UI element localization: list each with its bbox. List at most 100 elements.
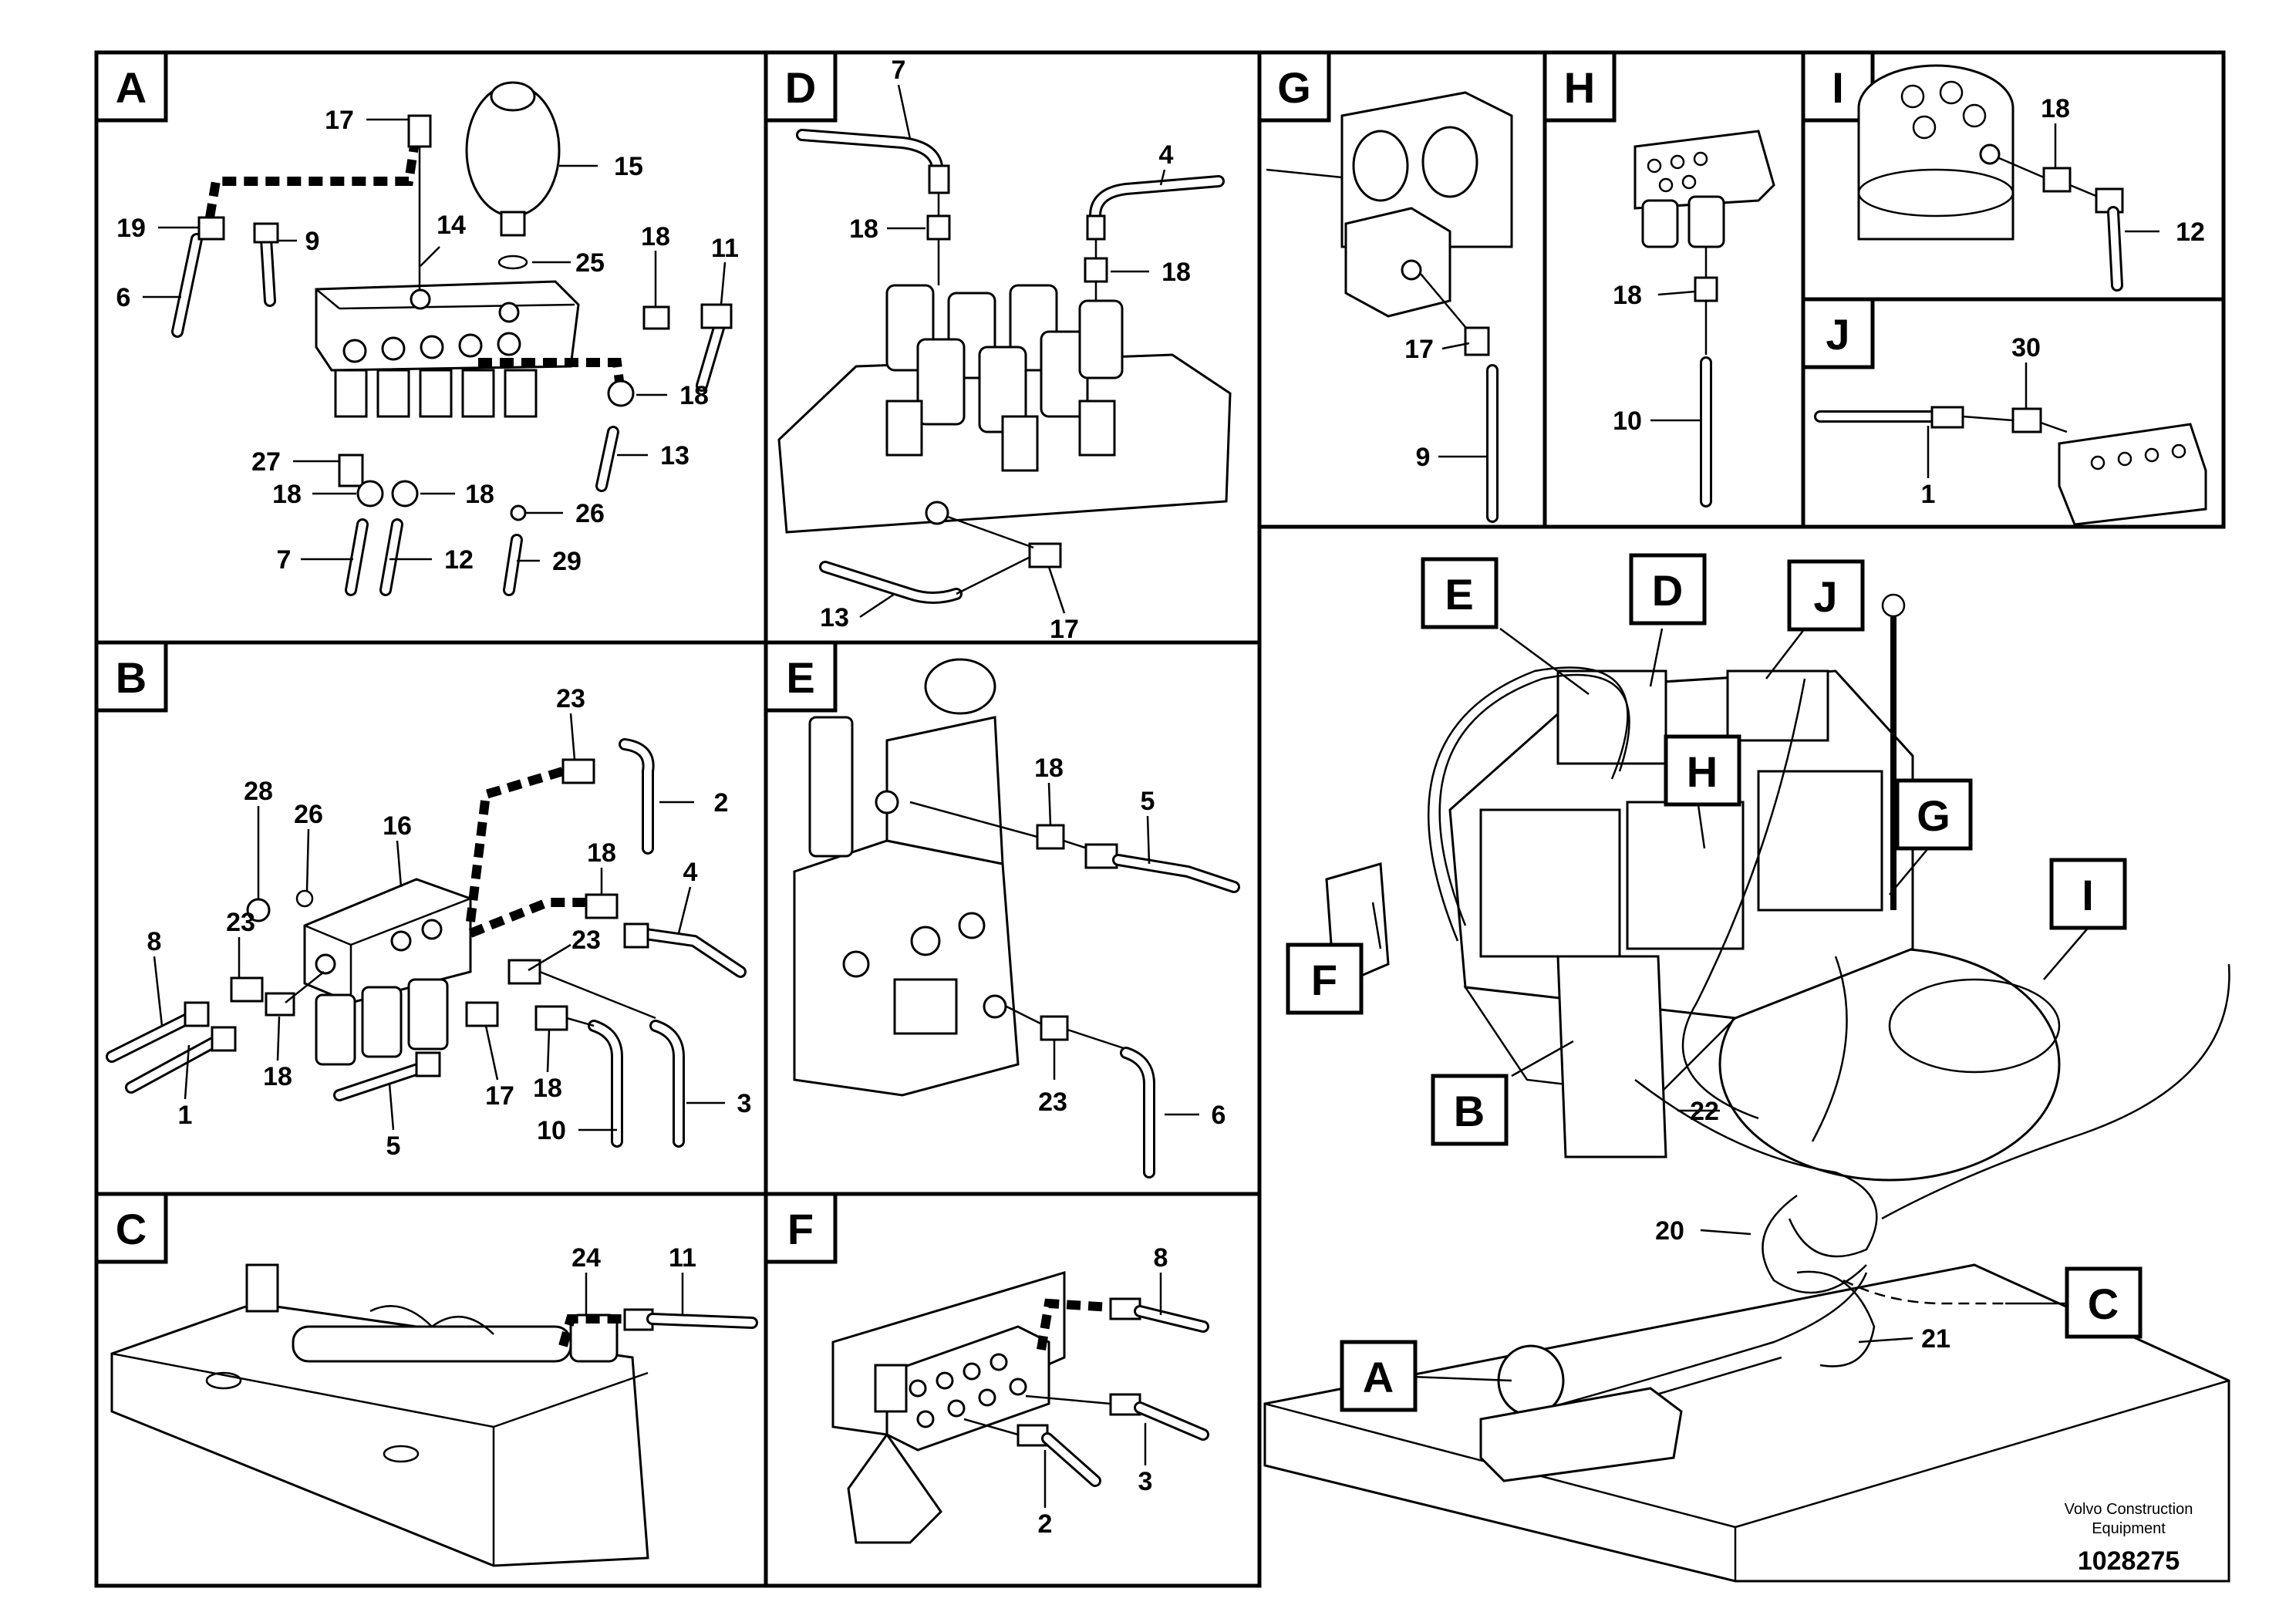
block-edge xyxy=(339,303,575,310)
washer-26 xyxy=(510,504,527,521)
callout-9: 9 xyxy=(305,227,320,256)
overview-tag-c-box xyxy=(2065,1266,2143,1339)
manifold-port xyxy=(315,953,336,975)
block-port xyxy=(497,332,521,356)
panel-f: F 8 3 2 xyxy=(764,1192,1209,1544)
fitting-18 xyxy=(585,893,619,919)
dashed-line-8 xyxy=(1037,1298,1111,1351)
credit-line-1: Volvo Construction xyxy=(2065,1501,2193,1518)
callout-18a: 18 xyxy=(641,222,670,251)
callout-5: 5 xyxy=(386,1131,401,1161)
overview-tag-j-box xyxy=(1787,559,1865,632)
callout-7: 7 xyxy=(277,545,292,575)
callout-10: 10 xyxy=(537,1116,566,1145)
callout-17: 17 xyxy=(485,1081,514,1111)
panel-h-frame xyxy=(1542,50,1805,529)
callout-5: 5 xyxy=(1141,787,1155,816)
callout-23c: 23 xyxy=(226,908,255,937)
panel-c-tag-box xyxy=(94,1192,168,1264)
callout-17: 17 xyxy=(1404,335,1434,364)
callout-18: 18 xyxy=(2041,94,2070,123)
distribution-block xyxy=(2058,423,2207,526)
callout-7: 7 xyxy=(892,56,906,85)
callout-18: 18 xyxy=(1034,754,1064,783)
fitting-18 xyxy=(1036,824,1065,850)
dashed-line-24 xyxy=(558,1314,632,1347)
overview-tag-i: I xyxy=(2082,871,2094,919)
fitting-18 xyxy=(926,214,951,241)
callout-27: 27 xyxy=(251,447,281,477)
hose-22 xyxy=(1634,1079,1878,1258)
overview-tag-g-box xyxy=(1895,778,1973,851)
overview-tag-g: G xyxy=(1917,791,1950,840)
cylinder-tube xyxy=(292,1325,572,1363)
washer-26 xyxy=(295,889,314,908)
overview-tag-h: H xyxy=(1687,747,1718,796)
callout-2: 2 xyxy=(1038,1509,1053,1539)
sensor xyxy=(1641,199,1679,248)
overview-tag-d: D xyxy=(1652,566,1683,615)
fitting xyxy=(623,922,649,949)
distribution-block xyxy=(1726,669,1829,742)
callout-18b: 18 xyxy=(263,1062,292,1091)
panel-b: B xyxy=(94,640,752,1161)
overview-tag-d-box xyxy=(1629,553,1707,626)
fitting-17 xyxy=(465,1001,499,1027)
overview-tag-e-box xyxy=(1421,557,1499,629)
solenoid xyxy=(874,1364,908,1413)
panel-d-tag: D xyxy=(785,63,816,112)
dashed-line-23 xyxy=(466,767,565,922)
callout-3: 3 xyxy=(737,1089,752,1118)
panel-b-tag-box xyxy=(94,640,168,713)
solenoid xyxy=(407,978,449,1050)
callout-25: 25 xyxy=(575,248,605,278)
callout-18: 18 xyxy=(1613,281,1642,310)
port xyxy=(1401,259,1422,281)
plug-28 xyxy=(246,898,271,922)
callout-18c: 18 xyxy=(272,480,302,509)
sensor xyxy=(1687,195,1725,248)
port xyxy=(1979,143,2001,165)
callout-8: 8 xyxy=(1154,1243,1168,1273)
callout-13: 13 xyxy=(820,603,849,632)
overview-tag-i-box xyxy=(2049,858,2127,930)
panel-j-tag-box xyxy=(1801,297,1875,369)
callout-13: 13 xyxy=(660,441,689,470)
footer: Volvo Construction Equipment 1028275 xyxy=(2065,1501,2193,1576)
callout-28: 28 xyxy=(244,777,273,806)
callout-18d: 18 xyxy=(465,480,494,509)
panel-a: A xyxy=(94,50,739,596)
callout-23b: 23 xyxy=(571,926,601,955)
accumulator-port xyxy=(500,211,526,237)
callout-15: 15 xyxy=(614,152,643,181)
panel-j-tag: J xyxy=(1826,310,1849,359)
callout-9: 9 xyxy=(1416,443,1431,472)
panel-e-tag: E xyxy=(786,653,814,702)
solenoid xyxy=(916,338,966,426)
solenoid-stack xyxy=(1556,669,1667,765)
callout-1: 1 xyxy=(178,1101,193,1130)
panel-h: H 18 10 xyxy=(1542,50,1775,508)
solenoid xyxy=(361,986,403,1058)
panel-a-tag: A xyxy=(116,63,147,112)
fitting-18 xyxy=(265,992,295,1017)
callout-6: 6 xyxy=(116,283,131,312)
block-port xyxy=(458,333,483,358)
overview-tag-f-box xyxy=(1286,943,1364,1015)
fitting-11 xyxy=(700,303,733,329)
fitting-9 xyxy=(253,222,279,244)
fitting-17 xyxy=(1028,542,1062,568)
hose-run xyxy=(1681,678,1806,1120)
callout-11: 11 xyxy=(669,1243,696,1273)
manifold-port xyxy=(390,930,412,952)
mount-foot xyxy=(847,1432,942,1544)
fitting-18 xyxy=(642,305,670,330)
solenoid xyxy=(315,993,356,1066)
solenoid xyxy=(1352,130,1409,202)
document-number: 1028275 xyxy=(2078,1546,2180,1576)
callout-12: 12 xyxy=(444,545,474,575)
panel-g-tag-box xyxy=(1257,50,1331,123)
panel-h-tag-box xyxy=(1542,50,1617,123)
nut-18 xyxy=(356,480,384,508)
solenoid xyxy=(334,369,368,418)
